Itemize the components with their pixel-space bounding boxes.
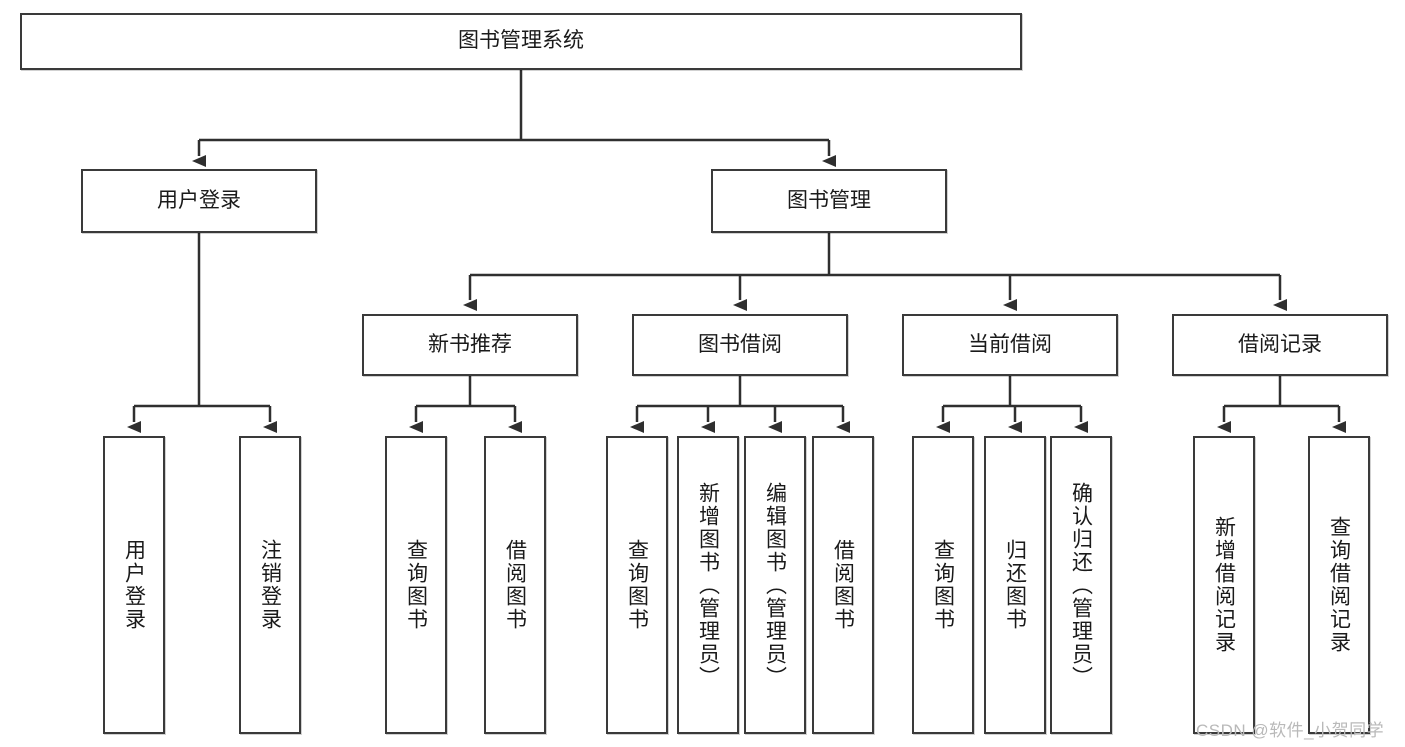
leaf-borrow-book-recommend[interactable]: 借阅图书 [484, 436, 546, 734]
leaf-query-book-current[interactable]: 查询图书 [912, 436, 974, 734]
leaf-add-borrow-record-label: 新增借阅记录 [1212, 516, 1236, 654]
leaf-logout-label: 注销登录 [258, 539, 282, 631]
node-user-login[interactable]: 用户登录 [81, 169, 317, 233]
leaf-edit-book-admin[interactable]: 编辑图书（管理员） [744, 436, 806, 734]
node-current-borrow[interactable]: 当前借阅 [902, 314, 1118, 376]
node-new-book-recommend-label: 新书推荐 [428, 332, 512, 356]
node-book-borrow-label: 图书借阅 [698, 332, 782, 356]
leaf-logout[interactable]: 注销登录 [239, 436, 301, 734]
node-borrow-record[interactable]: 借阅记录 [1172, 314, 1388, 376]
node-borrow-record-label: 借阅记录 [1238, 332, 1322, 356]
node-new-book-recommend[interactable]: 新书推荐 [362, 314, 578, 376]
leaf-query-book-borrow[interactable]: 查询图书 [606, 436, 668, 734]
leaf-borrow-book-recommend-label: 借阅图书 [503, 539, 527, 631]
node-book-management-label: 图书管理 [787, 188, 871, 212]
leaf-user-login[interactable]: 用户登录 [103, 436, 165, 734]
leaf-query-book-current-label: 查询图书 [931, 539, 955, 631]
leaf-confirm-return-admin[interactable]: 确认归还（管理员） [1050, 436, 1112, 734]
watermark: CSDN @软件_小贺同学 [1196, 721, 1385, 740]
leaf-borrow-book-label: 借阅图书 [831, 539, 855, 631]
leaf-borrow-book[interactable]: 借阅图书 [812, 436, 874, 734]
leaf-return-book[interactable]: 归还图书 [984, 436, 1046, 734]
node-book-management[interactable]: 图书管理 [711, 169, 947, 233]
leaf-query-book-recommend[interactable]: 查询图书 [385, 436, 447, 734]
leaf-add-book-admin[interactable]: 新增图书（管理员） [677, 436, 739, 734]
leaf-query-book-recommend-label: 查询图书 [404, 539, 428, 631]
leaf-add-book-admin-label: 新增图书（管理员） [696, 481, 720, 689]
leaf-return-book-label: 归还图书 [1003, 539, 1027, 631]
leaf-query-borrow-record[interactable]: 查询借阅记录 [1308, 436, 1370, 734]
node-root-label: 图书管理系统 [458, 29, 584, 53]
leaf-edit-book-admin-label: 编辑图书（管理员） [763, 481, 787, 689]
leaf-user-login-label: 用户登录 [122, 539, 146, 631]
node-current-borrow-label: 当前借阅 [968, 332, 1052, 356]
leaf-query-borrow-record-label: 查询借阅记录 [1327, 516, 1351, 654]
leaf-confirm-return-admin-label: 确认归还（管理员） [1069, 481, 1093, 689]
node-book-borrow[interactable]: 图书借阅 [632, 314, 848, 376]
leaf-add-borrow-record[interactable]: 新增借阅记录 [1193, 436, 1255, 734]
node-user-login-label: 用户登录 [157, 188, 241, 212]
leaf-query-book-borrow-label: 查询图书 [625, 539, 649, 631]
node-root[interactable]: 图书管理系统 [20, 13, 1022, 70]
